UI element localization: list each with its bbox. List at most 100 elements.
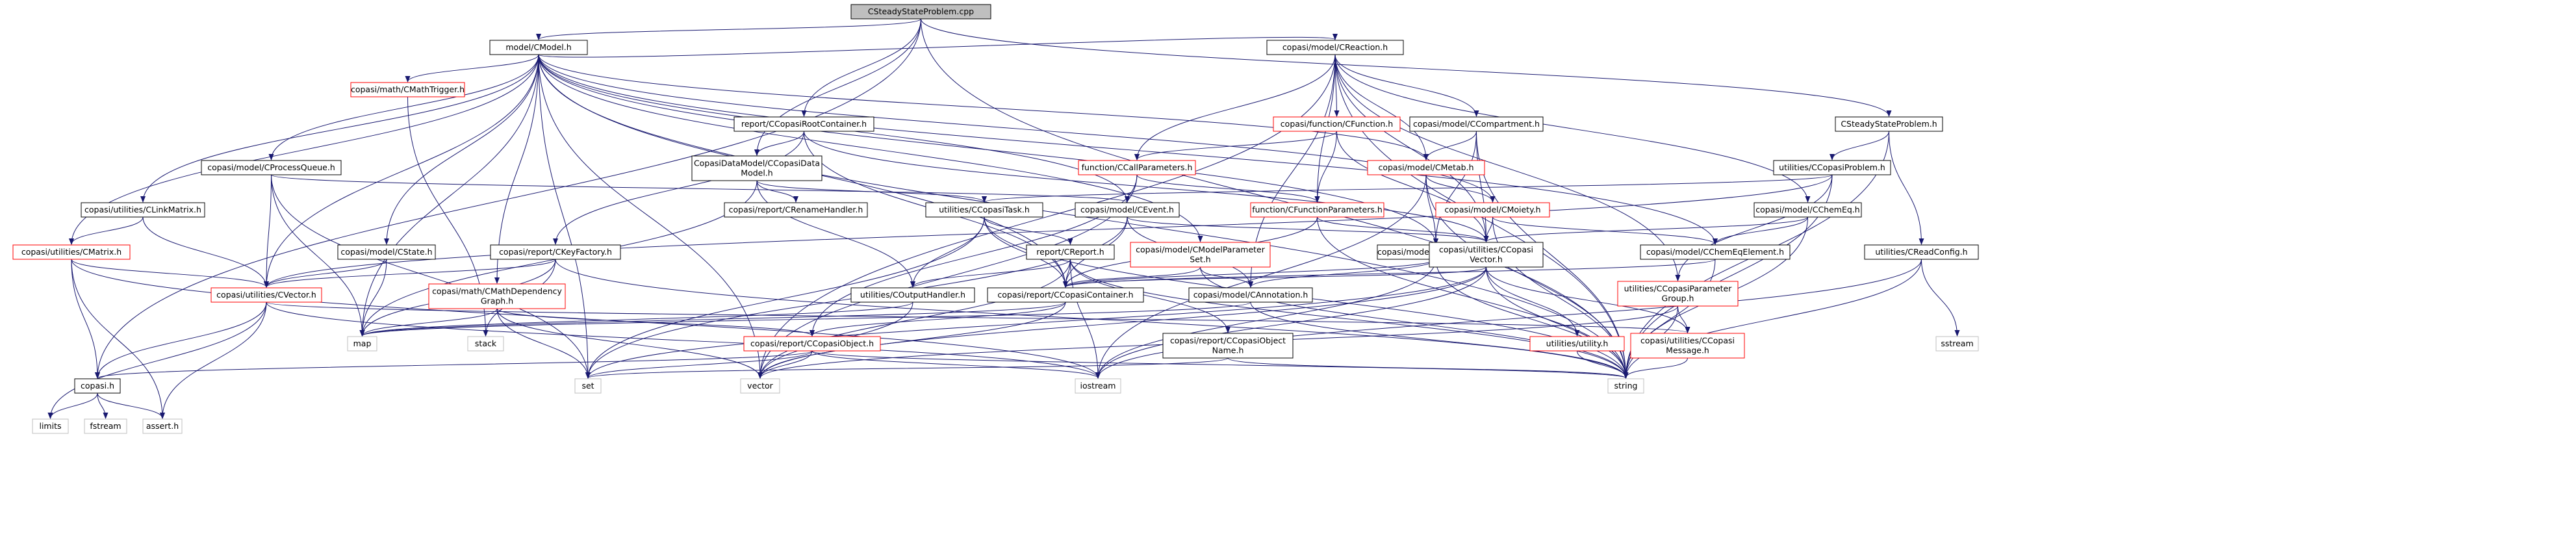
node-label-string: string — [1614, 381, 1638, 391]
edge-creport-to-coutputhandler — [910, 259, 1071, 288]
node-box-cannotation — [1188, 287, 1313, 303]
node-cannotation[interactable]: copasi/model/CAnnotation.h — [1188, 287, 1313, 303]
node-cmoiety[interactable]: copasi/model/CMoiety.h — [1435, 202, 1550, 218]
node-label-objectname: copasi/report/CCopasiObject — [1170, 336, 1286, 346]
node-cchemeqelement[interactable]: copasi/model/CChemEqElement.h — [1640, 244, 1791, 260]
node-cmetab[interactable]: copasi/model/CMetab.h — [1367, 160, 1485, 175]
node-box-rootcontainer — [733, 116, 874, 132]
node-label-utilityh: utilities/utility.h — [1546, 339, 1609, 348]
edge-objectname-to-set — [585, 357, 1229, 379]
edge-root-to-steadyh — [921, 18, 1892, 117]
edge-cmetab-to-cmoiety — [1425, 174, 1496, 203]
node-callparams[interactable]: function/CCallParameters.h — [1078, 160, 1196, 175]
node-box-fstream — [84, 418, 127, 434]
edge-copasiobject-to-iostream — [811, 350, 1101, 379]
node-label-objectname: Name.h — [1212, 346, 1244, 355]
node-ccompartment[interactable]: copasi/model/CCompartment.h — [1409, 116, 1544, 132]
node-box-ccopasitask — [925, 202, 1043, 218]
node-rootcontainer[interactable]: report/CCopasiRootContainer.h — [733, 116, 874, 132]
node-vector: vector — [740, 378, 780, 394]
edge-cmodelvalue-to-cannotation — [1248, 259, 1436, 288]
edge-datamodel-to-renamehandler — [756, 180, 798, 203]
node-iostream: iostream — [1075, 378, 1121, 394]
edge-cmodelvalue-to-copasicontainer — [1063, 259, 1436, 288]
node-box-cmatrix — [12, 244, 131, 260]
node-copasih[interactable]: copasi.h — [74, 378, 121, 394]
edge-steadyh-to-creadconfig — [1889, 131, 1924, 245]
edge-processqueue-to-set — [271, 174, 591, 379]
node-ckeyfactory[interactable]: copasi/report/CKeyFactory.h — [490, 244, 621, 260]
edge-cmodel-to-cstate — [384, 54, 539, 245]
node-funcparams[interactable]: function/CFunctionParameters.h — [1250, 202, 1384, 218]
node-box-copasimessage — [1630, 333, 1745, 359]
node-label-paramgroup: utilities/CCopasiParameter — [1624, 284, 1733, 294]
node-box-set — [574, 378, 602, 394]
node-steadyh[interactable]: CSteadyStateProblem.h — [1835, 116, 1943, 132]
edge-creaction-to-paramgroup — [1334, 54, 1681, 281]
node-copasiobject[interactable]: copasi/report/CCopasiObject.h — [743, 336, 881, 352]
edge-callparams-to-funcparams — [1136, 174, 1320, 203]
node-label-fstream: fstream — [90, 421, 121, 431]
edge-root-to-datamodel — [754, 18, 921, 156]
edge-copasicontainer-to-vector — [758, 301, 1066, 379]
edge-cmodel-to-cmathtrigger — [405, 54, 539, 83]
node-box-copasih — [74, 378, 121, 394]
node-box-cmetab — [1367, 160, 1485, 175]
node-label-datamodel: CopasiDataModel/CCopasiData — [694, 159, 820, 168]
node-creport[interactable]: report/CReport.h — [1026, 244, 1115, 260]
node-cfunction[interactable]: copasi/function/CFunction.h — [1273, 116, 1401, 132]
node-creaction[interactable]: copasi/model/CReaction.h — [1266, 40, 1404, 55]
node-cstate[interactable]: copasi/model/CState.h — [337, 244, 436, 260]
edge-cvector-to-copasih — [95, 301, 267, 379]
node-cmodel[interactable]: model/CModel.h — [489, 40, 588, 55]
node-cchemeq[interactable]: copasi/model/CChemEq.h — [1753, 202, 1862, 218]
edge-coutputhandler-to-map — [359, 301, 913, 337]
node-cmatrix[interactable]: copasi/utilities/CMatrix.h — [12, 244, 131, 260]
edge-cmodel-to-processqueue — [268, 54, 539, 160]
node-box-paramgroup — [1617, 281, 1739, 307]
node-coutputhandler[interactable]: utilities/COutputHandler.h — [850, 287, 975, 303]
edge-clinkmatrix-to-cmatrix — [69, 216, 144, 245]
node-root[interactable]: CSteadyStateProblem.cpp — [850, 4, 991, 19]
edge-cstate-to-cvector — [264, 259, 387, 288]
node-box-cmodel — [489, 40, 588, 55]
node-label-sstream: sstream — [1941, 339, 1973, 348]
node-label-paramgroup: Group.h — [1662, 294, 1694, 303]
node-label-copasih: copasi.h — [81, 381, 114, 391]
node-cmathtrigger[interactable]: copasi/math/CMathTrigger.h — [350, 82, 465, 97]
edge-cvector-to-assert — [160, 301, 267, 419]
edge-cmodelparamset-to-copasicontainer — [1063, 266, 1201, 288]
node-box-root — [850, 4, 991, 19]
node-ccopasitask[interactable]: utilities/CCopasiTask.h — [925, 202, 1043, 218]
node-cevent[interactable]: copasi/model/CEvent.h — [1075, 202, 1180, 218]
node-box-cvector — [210, 287, 322, 303]
node-creadconfig[interactable]: utilities/CReadConfig.h — [1864, 244, 1979, 260]
edge-ccompartment-to-string — [1476, 131, 1629, 379]
node-clinkmatrix[interactable]: copasi/utilities/CLinkMatrix.h — [81, 202, 205, 218]
node-copasicontainer[interactable]: copasi/report/CCopasiContainer.h — [987, 287, 1144, 303]
edge-cmodel-to-clinkmatrix — [140, 54, 539, 203]
node-label-creaction: copasi/model/CReaction.h — [1282, 42, 1388, 52]
node-processqueue[interactable]: copasi/model/CProcessQueue.h — [201, 160, 342, 175]
edge-creadconfig-to-iostream — [1095, 259, 1922, 379]
node-utilityh[interactable]: utilities/utility.h — [1529, 336, 1625, 352]
edge-cfunction-to-funcparams — [1314, 131, 1337, 203]
node-copasiproblem[interactable]: utilities/CCopasiProblem.h — [1773, 160, 1891, 175]
edge-copasiobject-to-string — [811, 350, 1628, 379]
edge-rootcontainer-to-ckeyfactory — [553, 131, 804, 245]
node-box-creport — [1026, 244, 1115, 260]
edge-cmatrix-to-copasih — [71, 259, 100, 379]
edge-utilityh-to-string — [1577, 350, 1629, 379]
node-label-cmatrix: copasi/utilities/CMatrix.h — [21, 247, 121, 257]
node-renamehandler[interactable]: copasi/report/CRenameHandler.h — [724, 202, 868, 218]
node-cvector[interactable]: copasi/utilities/CVector.h — [210, 287, 322, 303]
node-box-limits — [32, 418, 69, 434]
node-box-cmodelparamset — [1130, 242, 1271, 268]
